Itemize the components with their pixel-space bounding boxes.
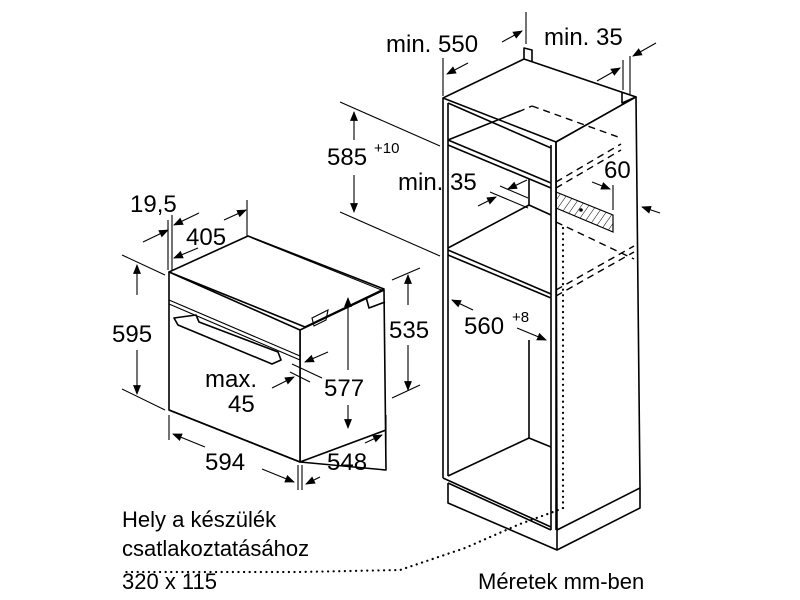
door-handle-icon: [173, 314, 282, 365]
oven-drawing: [168, 235, 387, 471]
label-535: 535: [389, 317, 429, 344]
label-560-tol: +8: [512, 309, 529, 326]
note-connection-line2: csatlakoztatásához: [122, 536, 309, 561]
label-560: 560: [464, 313, 504, 340]
label-60: 60: [604, 157, 631, 184]
cabinet-dimensions: [339, 12, 661, 341]
note-connection-line1: Hely a készülék: [122, 507, 277, 532]
label-min-550: min. 550: [386, 31, 478, 58]
label-585-tol: +10: [374, 140, 399, 157]
side-handle-icon: [311, 309, 329, 327]
label-45: 45: [228, 391, 255, 418]
note-connection-size: 320 x 115: [122, 569, 217, 594]
label-548: 548: [327, 449, 367, 476]
label-min-35-top: min. 35: [544, 24, 623, 51]
label-585: 585: [327, 144, 367, 171]
label-405: 405: [186, 224, 226, 251]
label-595: 595: [112, 321, 152, 348]
dimension-labels: 19,5 405 595 594 548 577 535 max. 45 min…: [112, 24, 631, 476]
label-577: 577: [324, 375, 364, 402]
oven-top: [168, 235, 385, 328]
vent-opening: [555, 191, 614, 233]
note-units: Méretek mm-ben: [478, 569, 644, 594]
cabinet-drawing: [120, 47, 641, 574]
oven-dimensions: [121, 200, 421, 490]
label-19-5: 19,5: [130, 191, 177, 218]
notes: Hely a készülék csatlakoztatásához 320 x…: [122, 507, 644, 594]
label-594: 594: [205, 449, 245, 476]
label-max: max.: [205, 366, 257, 393]
label-min-35-mid: min. 35: [398, 169, 477, 196]
